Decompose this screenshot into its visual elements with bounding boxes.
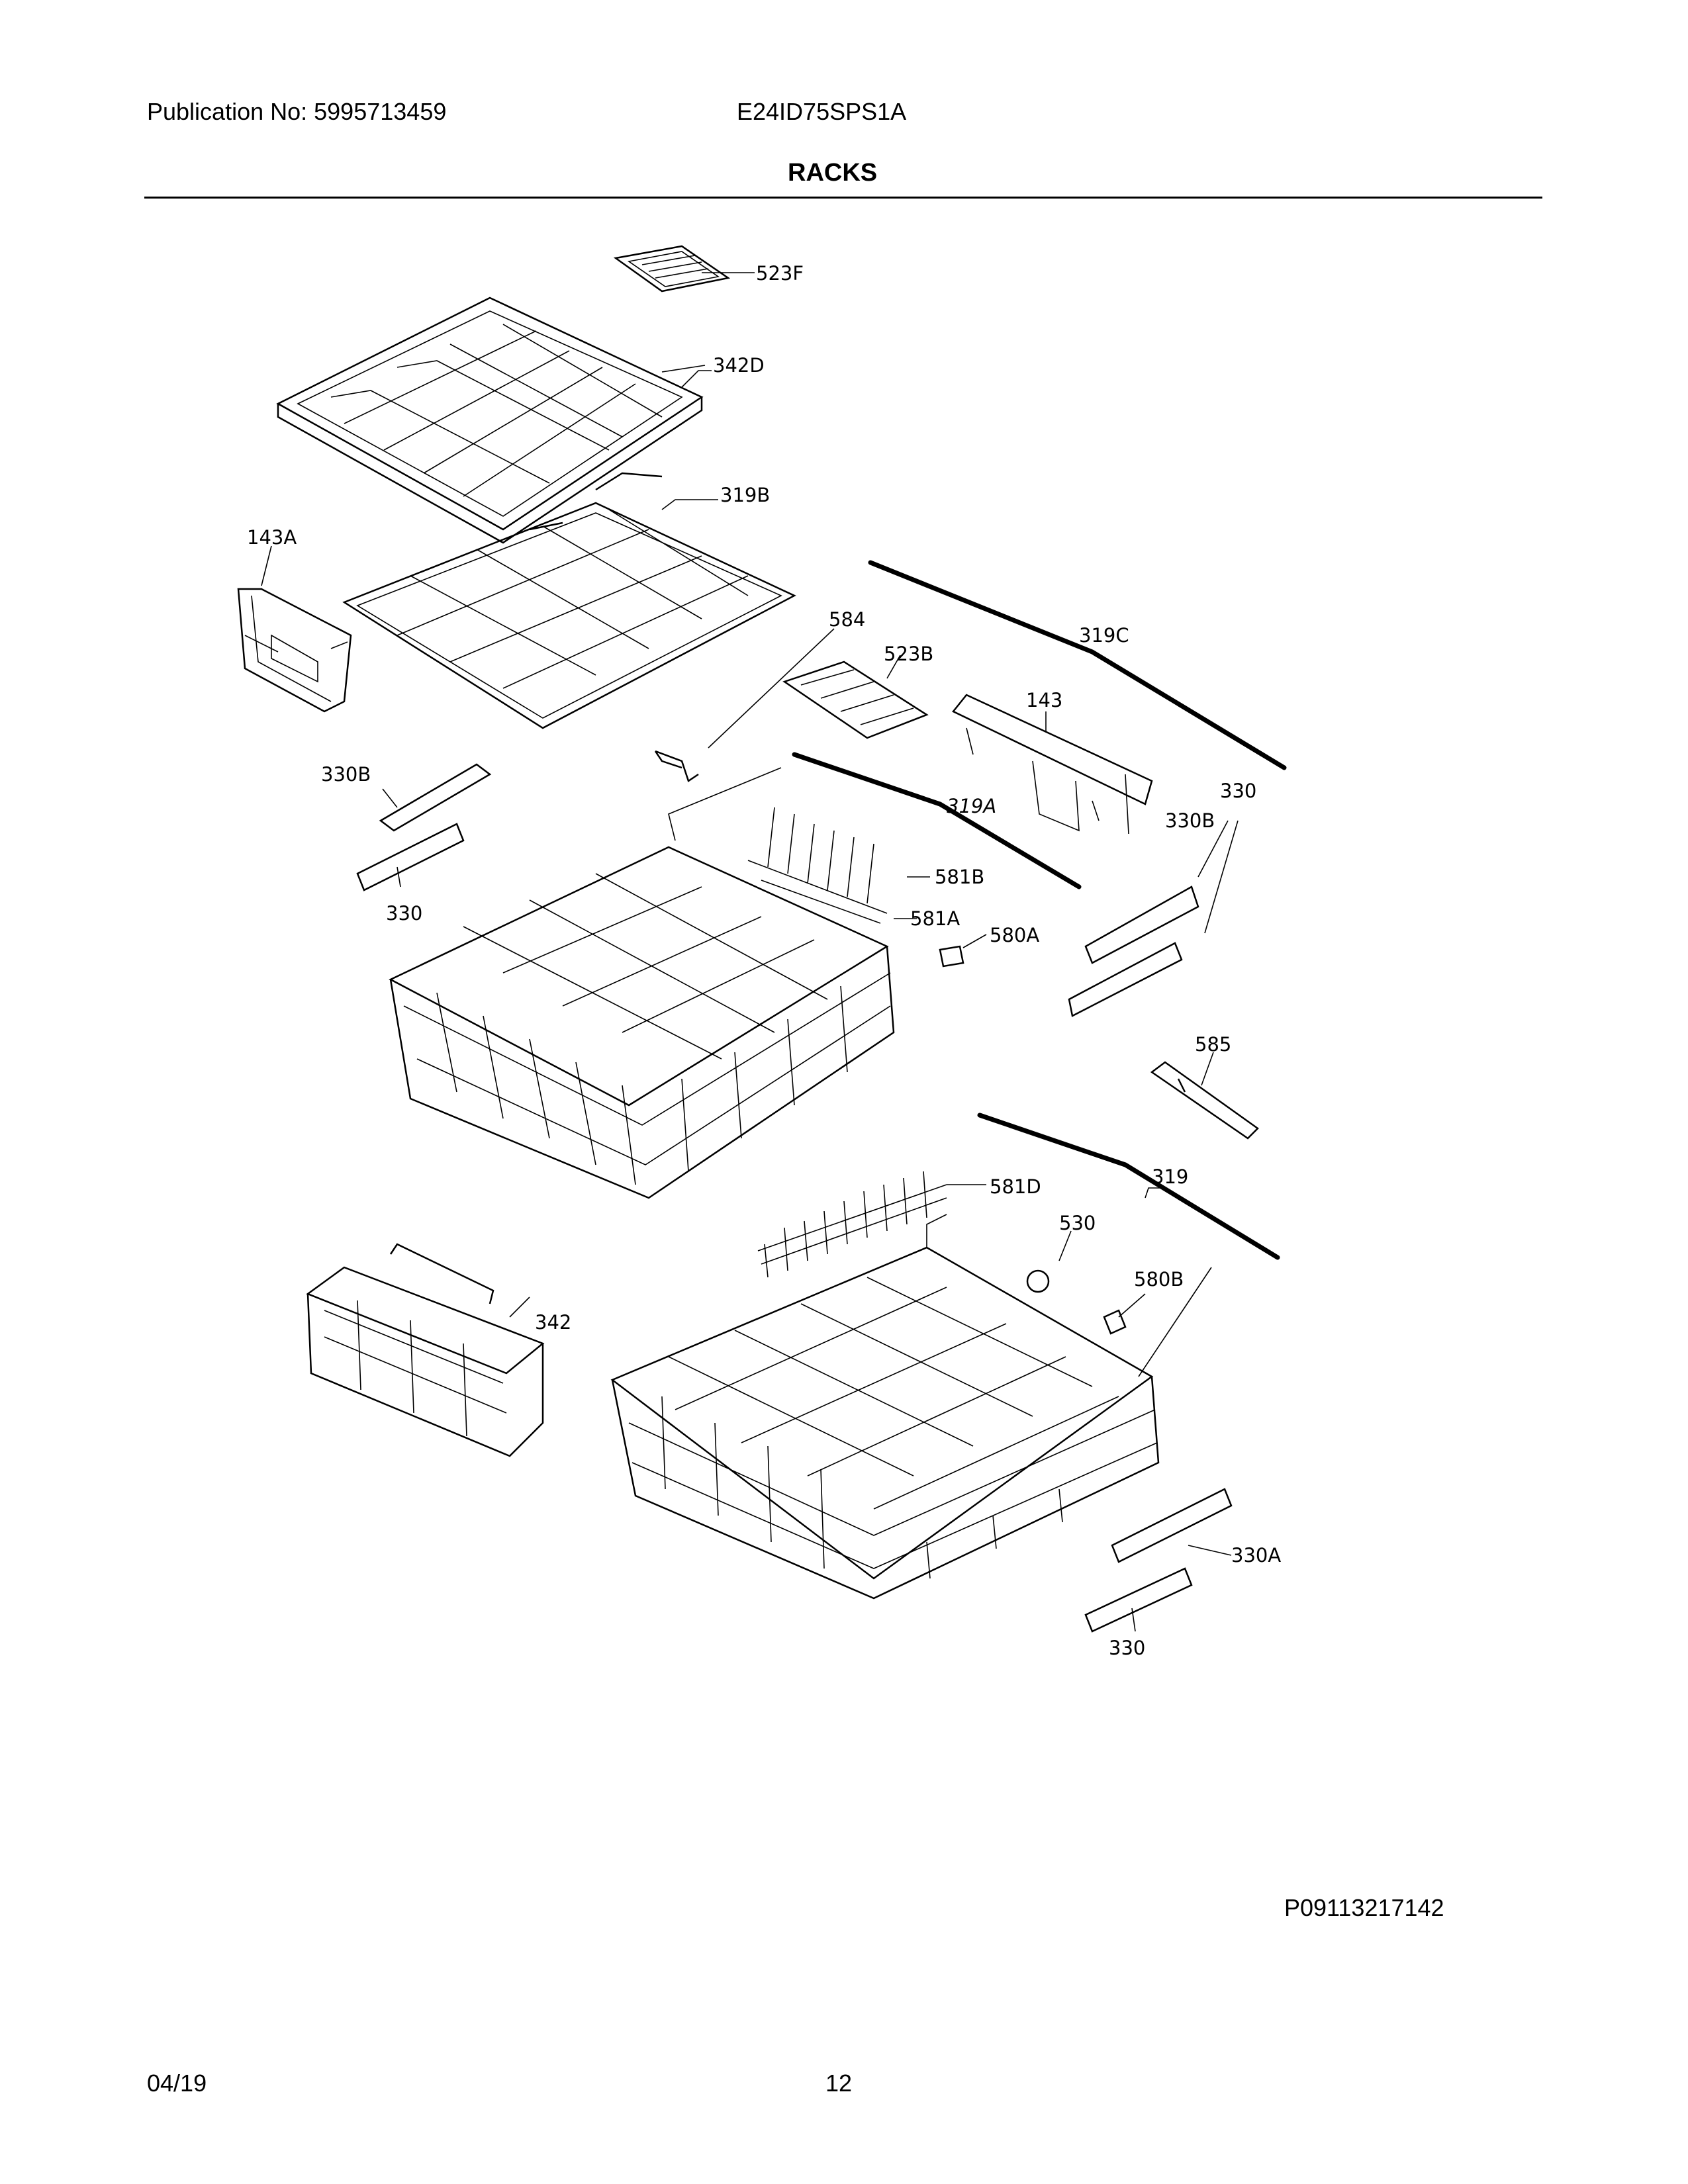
callout-143A: 143A xyxy=(247,526,297,549)
callout-530: 530 xyxy=(1059,1212,1096,1234)
callout-143: 143 xyxy=(1026,689,1062,711)
callout-523B: 523B xyxy=(884,643,933,665)
part-580B-clip xyxy=(1103,1309,1127,1335)
part-330A-cover xyxy=(1111,1488,1233,1563)
callout-581A: 581A xyxy=(910,907,960,930)
part-342D-third-rack-tray xyxy=(276,296,704,544)
part-upper-rack-basket xyxy=(389,767,895,1199)
callout-319A: 319A xyxy=(947,795,996,817)
part-530-wheel xyxy=(1026,1269,1050,1293)
part-lower-rack-basket xyxy=(610,1214,1160,1600)
callout-330-left: 330 xyxy=(386,902,422,925)
part-342-silverware-basket xyxy=(306,1243,545,1457)
part-319B-wire-frame xyxy=(342,502,796,729)
leader-lines xyxy=(261,272,1239,1632)
callout-330A: 330A xyxy=(1231,1544,1281,1567)
part-523B-insert xyxy=(782,660,929,739)
part-330B-right-cover xyxy=(1084,886,1199,964)
header-divider xyxy=(144,197,1542,199)
callout-580A: 580A xyxy=(990,924,1039,946)
part-143A-end-cap xyxy=(237,588,352,713)
callout-580B: 580B xyxy=(1134,1268,1184,1291)
page-number: 12 xyxy=(825,2070,853,2097)
part-584-clip xyxy=(654,750,699,782)
publication-number: Publication No: 5995713459 xyxy=(147,98,447,125)
callout-581B: 581B xyxy=(935,866,984,888)
callout-319C: 319C xyxy=(1079,624,1129,647)
part-319A-rail xyxy=(792,752,1082,889)
part-319C-rail xyxy=(868,560,1287,770)
callout-330B-left: 330B xyxy=(321,763,371,786)
callout-585: 585 xyxy=(1195,1033,1231,1056)
part-581-tine-rows xyxy=(747,807,888,924)
part-143-adjuster xyxy=(952,694,1153,835)
part-523F-insert xyxy=(613,245,731,293)
part-330-right-cover xyxy=(1068,942,1183,1017)
figure-id: P09113217142 xyxy=(1284,1894,1444,1921)
callout-584: 584 xyxy=(829,608,865,631)
part-319-rail xyxy=(977,1113,1280,1260)
callout-330B-right: 330B xyxy=(1165,809,1215,832)
callout-330-bottom: 330 xyxy=(1109,1637,1145,1659)
callout-342: 342 xyxy=(535,1311,571,1334)
part-330-bottom-cover xyxy=(1084,1567,1193,1633)
model-number: E24ID75SPS1A xyxy=(737,98,907,125)
part-580A-clip xyxy=(939,945,964,968)
callout-319B: 319B xyxy=(720,484,770,506)
callout-342D: 342D xyxy=(713,354,765,377)
callout-581D: 581D xyxy=(990,1175,1041,1198)
part-581D-tine-row xyxy=(757,1171,947,1278)
part-585-adjuster xyxy=(1150,1061,1259,1140)
callout-319: 319 xyxy=(1152,1165,1188,1188)
callout-523F: 523F xyxy=(756,262,804,285)
part-330-left-cover xyxy=(356,823,465,891)
part-330B-left-cover xyxy=(379,763,492,832)
footer-date: 04/19 xyxy=(147,2070,207,2097)
page-title: RACKS xyxy=(788,159,878,187)
callout-330-right: 330 xyxy=(1220,780,1256,802)
